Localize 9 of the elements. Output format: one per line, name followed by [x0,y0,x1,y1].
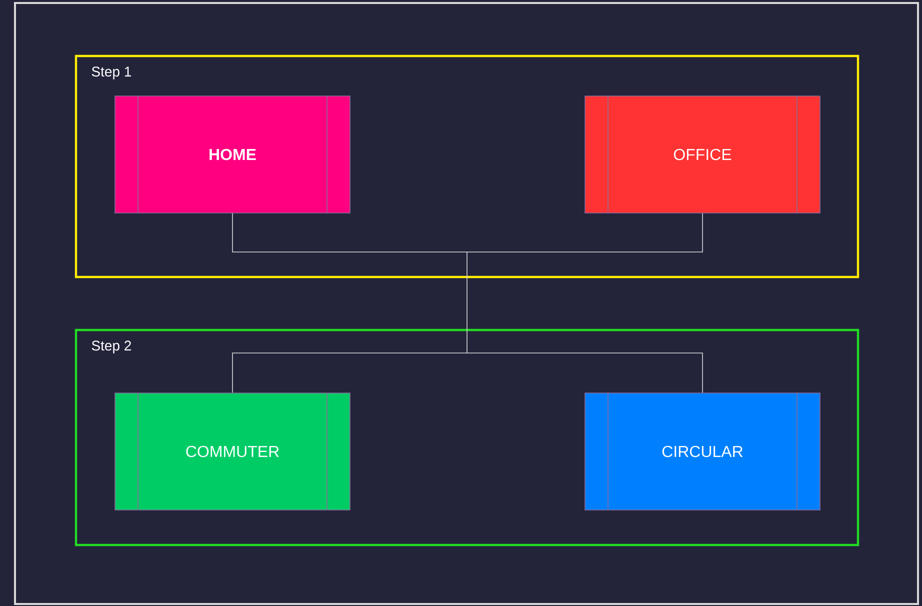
process-box: COMMUTER [114,392,350,510]
connector-line [466,352,703,393]
connector-line [232,213,468,252]
process-box: HOME [114,96,350,214]
process-box: OFFICE [584,96,820,214]
connector-line [466,213,703,252]
process-box: CIRCULAR [584,392,820,510]
connector-line [466,252,468,354]
connector-line [232,352,468,393]
